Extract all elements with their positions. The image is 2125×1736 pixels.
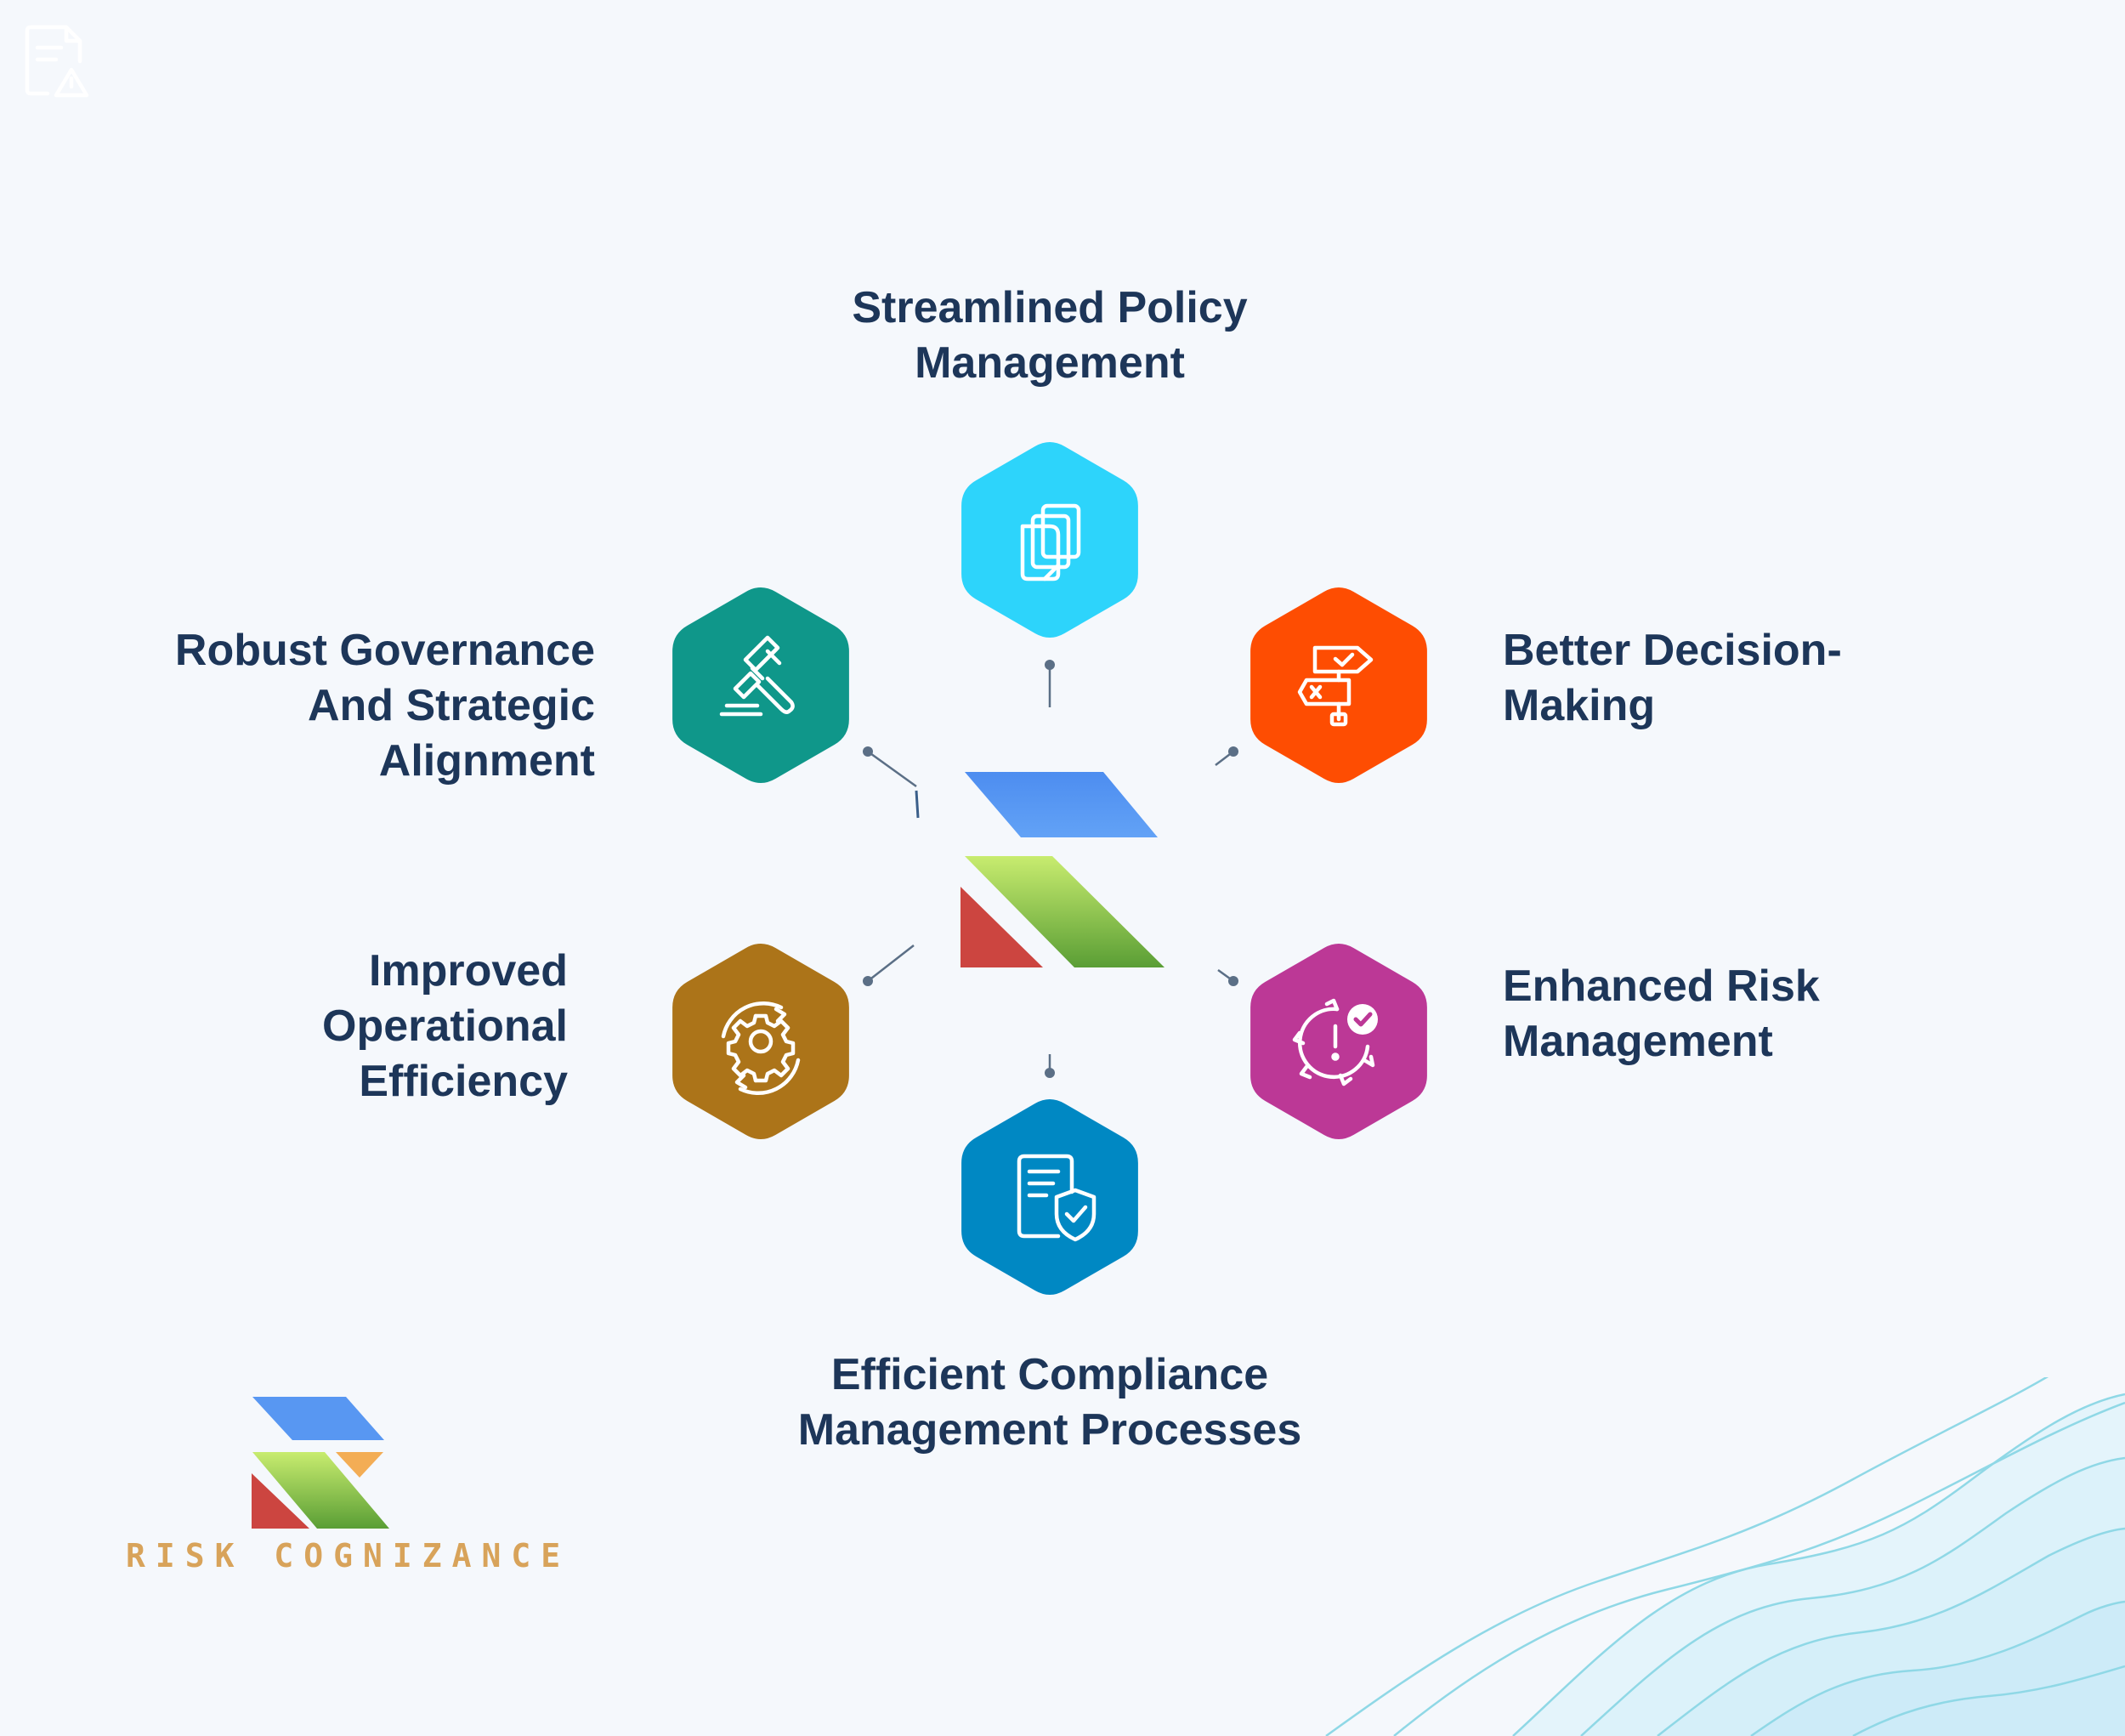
connector-ul (863, 746, 917, 788)
label-line: Streamlined Policy (852, 283, 1248, 332)
hexagon-shape (672, 587, 849, 783)
label-line: Management (1503, 1017, 1773, 1066)
connector-dot (1228, 976, 1238, 986)
benefit-hexagon-top (961, 442, 1138, 638)
logo-fragment (915, 790, 920, 819)
label-line: And Strategic (307, 681, 595, 730)
brand-name: RISK COGNIZANCE (126, 1537, 571, 1574)
label-line: Efficiency (359, 1057, 568, 1106)
logo-blue-band (965, 772, 1158, 837)
benefit-label-better-decision: Better Decision- Making (1503, 623, 2013, 734)
brand-logo-mark (252, 1397, 389, 1529)
label-line: Operational (322, 1001, 568, 1051)
connector-dot (1045, 660, 1055, 670)
hexagon-shape (672, 944, 849, 1139)
gear-alert-check-icon (1292, 998, 1378, 1086)
brand-blue-band (252, 1397, 384, 1440)
center-logo (915, 772, 1164, 967)
label-line: Management Processes (797, 1405, 1302, 1455)
report-warning-icon (25, 25, 89, 98)
logo-green-band (965, 856, 1164, 967)
brand-red-triangle (252, 1473, 309, 1529)
label-line: Management (915, 338, 1185, 388)
label-line: Improved (368, 946, 568, 996)
label-line: Making (1503, 681, 1656, 730)
label-line: Efficient Compliance (830, 1350, 1269, 1399)
label-line: Enhanced Risk (1503, 962, 1820, 1011)
signpost-decision-icon (1297, 645, 1374, 727)
connector-top (1045, 660, 1055, 707)
gavel-icon (719, 635, 795, 717)
label-line: Robust Governance (174, 626, 595, 675)
connectors (863, 660, 1238, 1078)
connector-bottom (1045, 1054, 1055, 1078)
connector-dot (1228, 746, 1238, 757)
label-line: Better Decision- (1503, 626, 1842, 675)
benefit-hexagon-ll (672, 944, 849, 1139)
benefit-hexagon-bottom (961, 1099, 1138, 1295)
brand-green-band (252, 1452, 389, 1529)
connector-line (867, 945, 915, 982)
connector-dot (863, 746, 873, 757)
brand-orange-triangle (336, 1452, 383, 1478)
connector-lr (1217, 968, 1238, 986)
connector-line (867, 750, 917, 788)
connector-dot (863, 976, 873, 986)
document-shield-icon (1017, 1154, 1096, 1242)
hexagon-shape (961, 442, 1138, 638)
benefit-hexagon-lr (1250, 944, 1427, 1139)
logo-red-triangle (960, 887, 1043, 967)
hexagon-shape (1250, 587, 1427, 783)
benefit-hexagon-ul (672, 587, 849, 783)
hexagon-shape (1250, 944, 1427, 1139)
label-line: Alignment (378, 736, 595, 786)
hexagon-shape (961, 1099, 1138, 1295)
documents-icon (1020, 503, 1081, 582)
connector-ur (1215, 746, 1238, 766)
decorative-waves (1325, 1377, 2125, 1736)
connector-dot (1045, 1068, 1055, 1078)
connector-ll (863, 945, 915, 986)
gear-cycle-icon (721, 1001, 801, 1096)
benefit-hexagon-ur (1250, 587, 1427, 783)
